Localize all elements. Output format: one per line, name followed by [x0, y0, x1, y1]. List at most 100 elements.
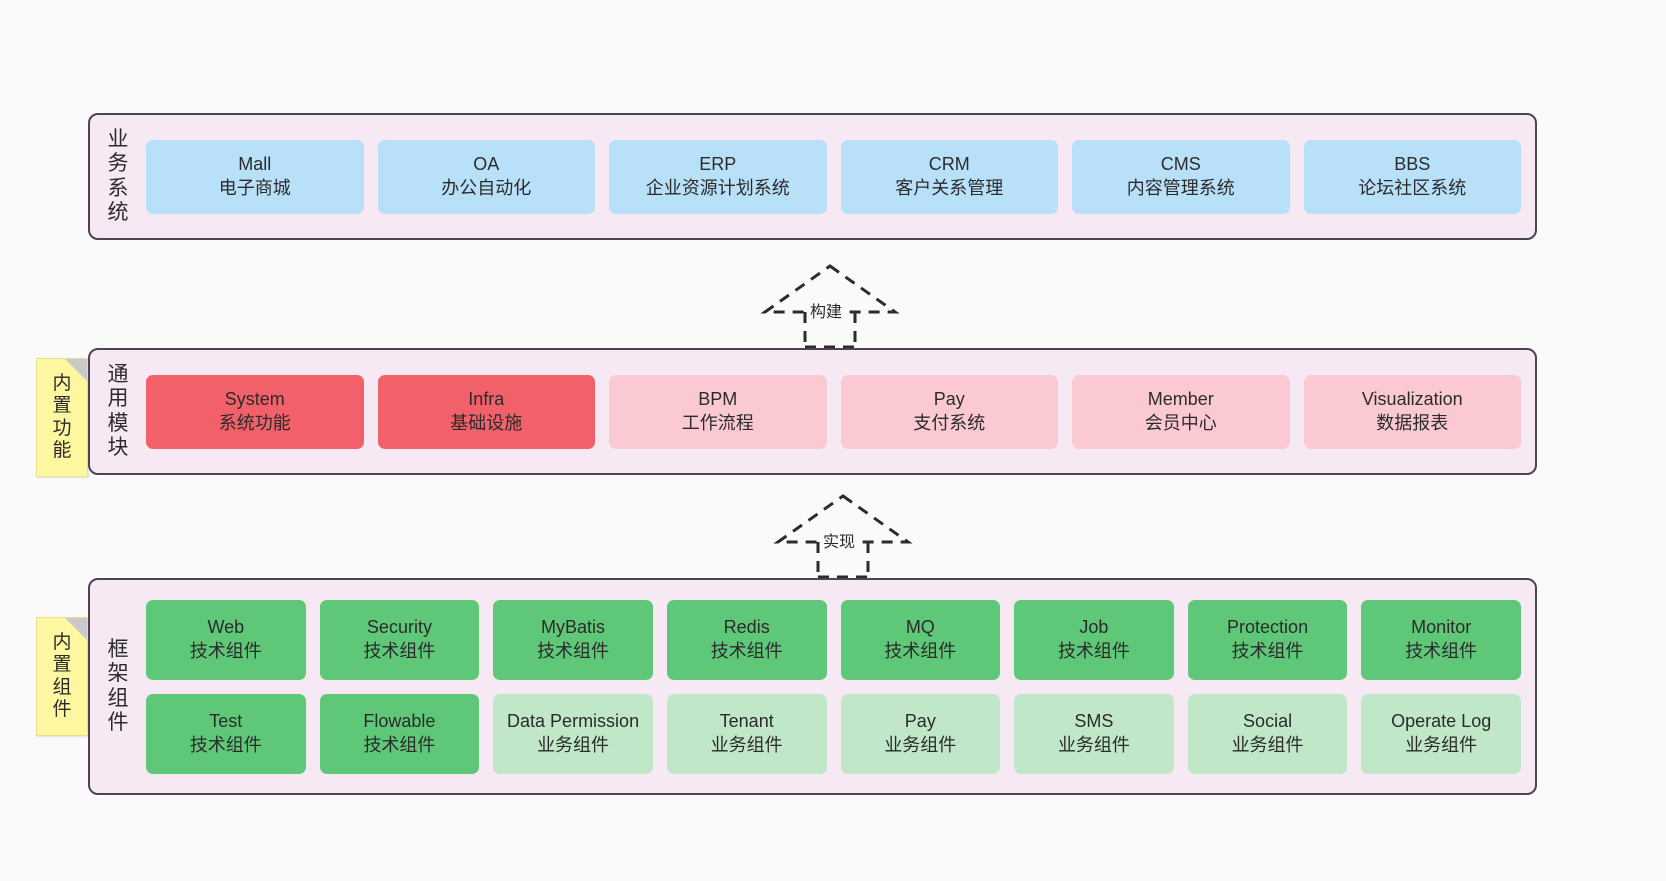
connector-label-build: 构建	[807, 298, 846, 322]
card-subtitle: 业务组件	[1405, 734, 1478, 755]
card-title: ERP	[699, 154, 737, 175]
module-card-oa[interactable]: OA 办公自动化	[377, 139, 595, 214]
card-title: Job	[1079, 617, 1109, 638]
card-subtitle: 业务组件	[710, 734, 783, 755]
card-title: Protection	[1227, 617, 1309, 638]
card-title: Tenant	[719, 711, 774, 732]
card-subtitle: 工作流程	[681, 412, 754, 433]
module-card-social[interactable]: Social 业务组件	[1187, 693, 1348, 774]
generalization-arrowhead	[773, 494, 913, 544]
module-card-operate-log[interactable]: Operate Log 业务组件	[1361, 693, 1521, 774]
card-subtitle: 技术组件	[710, 640, 783, 661]
card-title: Security	[366, 617, 432, 638]
module-card-mq[interactable]: MQ 技术组件	[840, 599, 1001, 680]
module-card-flowable[interactable]: Flowable 技术组件	[319, 693, 480, 774]
layer-body-common-modules: System 系统功能 Infra 基础设施 BPM 工作流程 Pay 支付系统…	[140, 350, 1535, 473]
card-subtitle: 论坛社区系统	[1358, 177, 1467, 198]
module-card-test[interactable]: Test 技术组件	[146, 693, 306, 774]
note-fold-corner	[65, 618, 87, 640]
card-subtitle: 基础设施	[450, 412, 523, 433]
card-subtitle: 技术组件	[1405, 640, 1478, 661]
module-card-protection[interactable]: Protection 技术组件	[1187, 599, 1348, 680]
module-card-crm[interactable]: CRM 客户关系管理	[840, 139, 1058, 214]
sticky-note-builtin-features: 内置功能	[36, 358, 88, 477]
module-card-tenant[interactable]: Tenant 业务组件	[666, 693, 827, 774]
card-subtitle: 技术组件	[189, 734, 262, 755]
card-row: Mall 电子商城 OA 办公自动化 ERP 企业资源计划系统 CRM 客户关系…	[146, 139, 1521, 214]
card-title: Pay	[933, 389, 965, 410]
card-title: OA	[473, 154, 500, 175]
card-subtitle: 技术组件	[363, 734, 436, 755]
card-subtitle: 技术组件	[189, 640, 262, 661]
card-subtitle: 技术组件	[1057, 640, 1130, 661]
card-row: Test 技术组件 Flowable 技术组件 Data Permission …	[146, 693, 1521, 774]
card-title: SMS	[1074, 711, 1114, 732]
card-subtitle: 业务组件	[1231, 734, 1304, 755]
card-title: Monitor	[1411, 617, 1472, 638]
card-title: Infra	[468, 389, 505, 410]
module-card-pay-business[interactable]: Pay 业务组件	[840, 693, 1001, 774]
layer-common-modules: 通用模块 System 系统功能 Infra 基础设施 BPM 工作流程 Pay	[88, 348, 1537, 475]
connector-label-implement: 实现	[820, 528, 859, 552]
card-title: MyBatis	[541, 617, 606, 638]
card-subtitle: 技术组件	[884, 640, 957, 661]
card-title: Mall	[238, 154, 272, 175]
module-card-visualization[interactable]: Visualization 数据报表	[1303, 374, 1521, 449]
module-card-member[interactable]: Member 会员中心	[1072, 374, 1290, 449]
module-card-mall[interactable]: Mall 电子商城	[146, 139, 364, 214]
module-card-data-permission[interactable]: Data Permission 业务组件	[493, 693, 653, 774]
module-card-infra[interactable]: Infra 基础设施	[377, 374, 595, 449]
card-title: CRM	[928, 154, 970, 175]
module-card-bpm[interactable]: BPM 工作流程	[609, 374, 827, 449]
card-title: BPM	[698, 389, 738, 410]
module-card-monitor[interactable]: Monitor 技术组件	[1361, 599, 1521, 680]
module-card-system[interactable]: System 系统功能	[146, 374, 364, 449]
module-card-web[interactable]: Web 技术组件	[146, 599, 306, 680]
card-title: System	[224, 389, 285, 410]
connector-build: 构建	[755, 262, 905, 349]
layer-label-common-modules: 通用模块	[107, 362, 129, 459]
layer-body-framework-components: Web 技术组件 Security 技术组件 MyBatis 技术组件 Redi…	[140, 580, 1535, 793]
card-title: Pay	[904, 711, 936, 732]
card-title: Member	[1147, 389, 1214, 410]
card-title: Web	[207, 617, 245, 638]
card-subtitle: 业务组件	[884, 734, 957, 755]
module-card-security[interactable]: Security 技术组件	[319, 599, 480, 680]
card-subtitle: 技术组件	[1231, 640, 1304, 661]
card-title: Redis	[723, 617, 770, 638]
module-card-job[interactable]: Job 技术组件	[1014, 599, 1174, 680]
generalization-arrowhead	[760, 264, 900, 314]
module-card-pay[interactable]: Pay 支付系统	[840, 374, 1058, 449]
module-card-sms[interactable]: SMS 业务组件	[1014, 693, 1174, 774]
card-subtitle: 内容管理系统	[1126, 177, 1235, 198]
card-subtitle: 支付系统	[913, 412, 986, 433]
layer-body-business: Mall 电子商城 OA 办公自动化 ERP 企业资源计划系统 CRM 客户关系…	[140, 115, 1535, 238]
card-subtitle: 技术组件	[537, 640, 610, 661]
module-card-erp[interactable]: ERP 企业资源计划系统	[609, 139, 827, 214]
sticky-note-builtin-components: 内置组件	[36, 617, 88, 736]
card-subtitle: 系统功能	[218, 412, 291, 433]
note-fold-corner	[65, 359, 87, 381]
module-card-redis[interactable]: Redis 技术组件	[666, 599, 827, 680]
card-row: System 系统功能 Infra 基础设施 BPM 工作流程 Pay 支付系统…	[146, 374, 1521, 449]
card-title: Visualization	[1361, 389, 1463, 410]
module-card-cms[interactable]: CMS 内容管理系统	[1072, 139, 1290, 214]
card-title: Test	[209, 711, 243, 732]
layer-label-business: 业务系统	[107, 127, 129, 224]
card-title: BBS	[1394, 154, 1431, 175]
layer-business-systems: 业务系统 Mall 电子商城 OA 办公自动化 ERP 企业资源计划系统 CRM	[88, 113, 1537, 240]
module-card-mybatis[interactable]: MyBatis 技术组件	[493, 599, 653, 680]
layer-label-framework-components: 框架组件	[107, 637, 129, 734]
card-subtitle: 业务组件	[1057, 734, 1130, 755]
card-title: Data Permission	[507, 711, 640, 732]
card-title: Flowable	[363, 711, 436, 732]
card-subtitle: 技术组件	[363, 640, 436, 661]
card-subtitle: 会员中心	[1144, 412, 1217, 433]
connector-implement: 实现	[768, 492, 918, 579]
card-title: Operate Log	[1391, 711, 1492, 732]
card-subtitle: 客户关系管理	[895, 177, 1004, 198]
card-subtitle: 企业资源计划系统	[645, 177, 790, 198]
module-card-bbs[interactable]: BBS 论坛社区系统	[1303, 139, 1521, 214]
card-subtitle: 办公自动化	[441, 177, 532, 198]
